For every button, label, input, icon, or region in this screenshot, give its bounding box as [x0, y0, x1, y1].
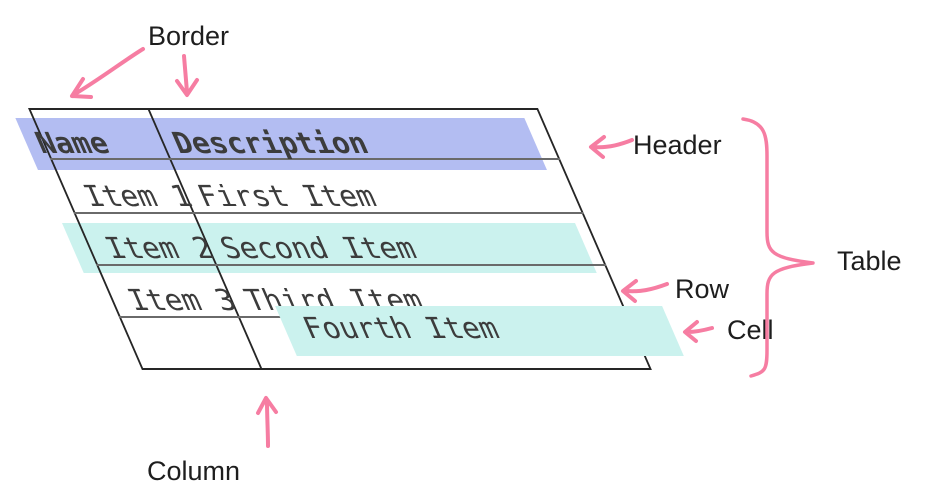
cell-arrow-icon [683, 320, 714, 343]
row-arrow-icon [621, 279, 669, 303]
row-label: Row [675, 274, 730, 304]
header-cell-name: Name [29, 126, 115, 160]
cell-item1-name: Item 1 [77, 179, 198, 213]
column-arrow-icon [256, 396, 278, 448]
cell-item1-description: First Item [191, 179, 382, 213]
header-label: Header [633, 130, 722, 160]
header-cell-description: Description [166, 126, 374, 160]
cell-item2-description: Second Item [214, 231, 422, 265]
border-label: Border [148, 21, 230, 51]
column-label: Column [147, 456, 241, 486]
header-arrow-icon [589, 135, 634, 159]
cell-item4-description: Fourth Item [297, 311, 505, 345]
table-label: Table [837, 246, 902, 276]
cell-item2-name: Item 2 [99, 231, 220, 265]
cell-item3-name: Item 3 [122, 283, 242, 317]
border-arrow-down-icon [175, 54, 199, 97]
border-arrow-left-icon [70, 47, 145, 99]
cell-label: Cell [727, 315, 774, 345]
example-table: Name Description Item 1 First Item Item … [15, 108, 684, 370]
